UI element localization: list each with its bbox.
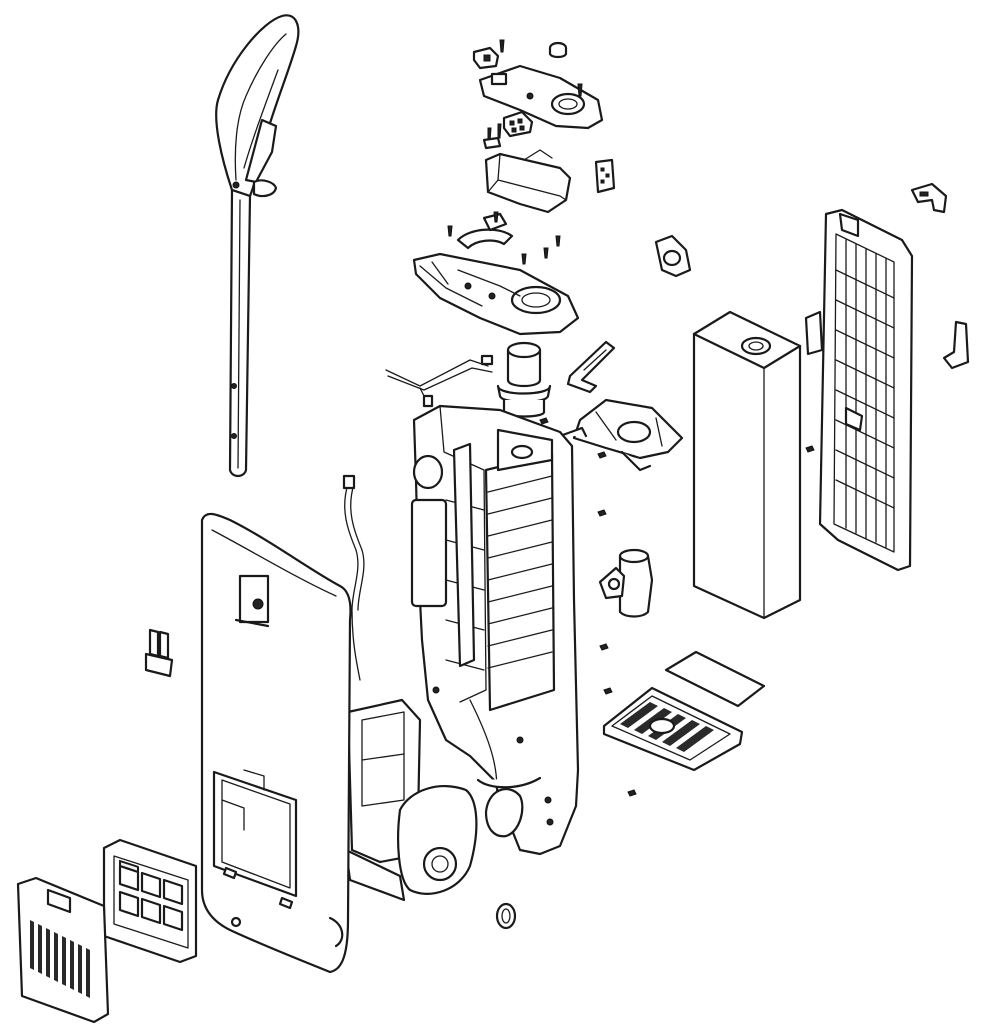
button-cap	[548, 41, 568, 59]
hose-connector	[598, 548, 654, 618]
exhaust-grille	[602, 686, 744, 772]
side-clip	[942, 320, 970, 370]
handle-grip	[215, 14, 300, 198]
chassis-ribs	[445, 475, 553, 671]
clip-part	[654, 234, 692, 278]
filter-cells	[118, 864, 184, 932]
loose-screws	[539, 417, 815, 797]
cord-clip	[144, 628, 174, 678]
circuit-board	[594, 158, 616, 194]
exhaust-filter-pad	[664, 650, 766, 708]
main-chassis	[410, 404, 580, 856]
screws-top	[499, 39, 583, 97]
wire-harness	[385, 354, 494, 408]
upper-housing-box	[484, 149, 572, 214]
clamp-bracket	[447, 211, 561, 265]
dust-bag-box	[692, 310, 802, 620]
grille-cover	[804, 208, 914, 572]
latch-arm	[566, 340, 616, 394]
motor-cylinder	[496, 341, 552, 418]
lower-base	[344, 698, 478, 902]
terminal-block	[482, 110, 534, 150]
top-cover-plate	[478, 64, 604, 130]
top-latch	[910, 182, 948, 214]
motor-mount-tray	[412, 252, 580, 336]
door-vents	[30, 920, 90, 998]
premotor-filter	[102, 838, 198, 964]
handle-tube	[228, 181, 252, 478]
power-cable	[342, 474, 365, 681]
front-body-panel	[200, 512, 352, 974]
valve-cage	[558, 398, 684, 472]
ring-clip	[495, 902, 517, 930]
small-switch	[472, 46, 500, 70]
filter-door	[16, 876, 110, 1024]
